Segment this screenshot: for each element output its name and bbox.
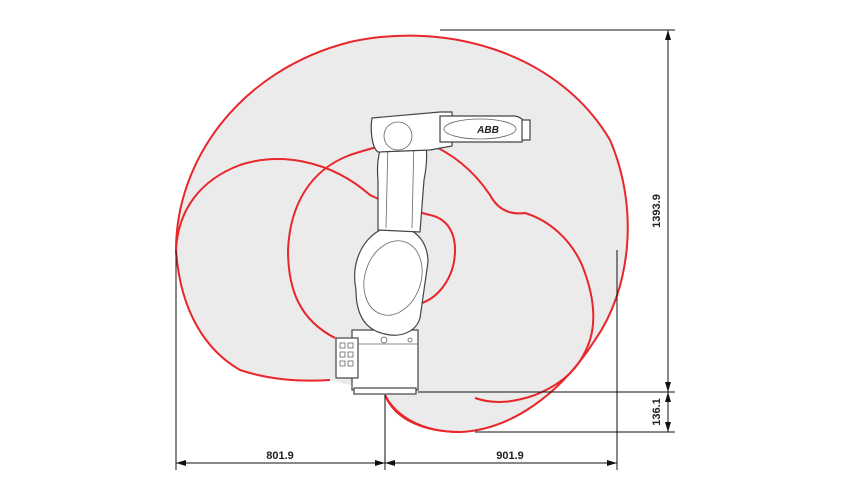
left-lobe-curve	[174, 158, 457, 382]
robot-arm: ABB	[335, 111, 531, 395]
robot-logo-text: ABB	[476, 125, 499, 136]
dimension-labels: 801.9 901.9 1393.9 136.1	[266, 194, 663, 462]
robot-base	[351, 329, 419, 391]
envelope-boundaries	[174, 34, 629, 434]
robot-connector-block	[335, 337, 359, 379]
dimension-lines	[175, 29, 675, 470]
robot-lower-arm	[354, 226, 429, 336]
inner-reach-curve	[286, 140, 595, 403]
dim-reach-right: 901.9	[496, 450, 524, 462]
robot-base-plinth	[353, 387, 417, 395]
dim-reach-left: 801.9	[266, 450, 294, 462]
lower-arc-curve	[384, 394, 461, 433]
dim-height-upper: 1393.9	[651, 194, 663, 228]
dim-height-lower: 136.1	[651, 398, 663, 426]
robot-tool-flange	[521, 119, 531, 141]
outer-reach-curve	[175, 34, 629, 434]
